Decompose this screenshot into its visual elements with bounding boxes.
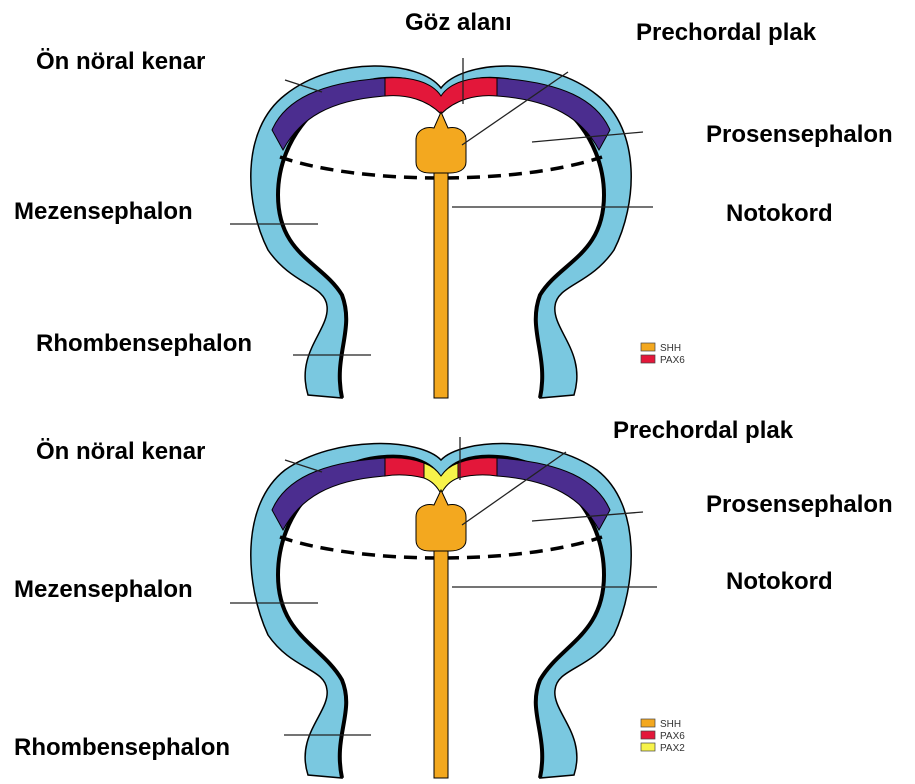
top-forebrain-band-right [497, 78, 610, 150]
bottom-panel: Prechordal plak Ön nöral kenar Prosensep… [14, 417, 893, 778]
top-legend-pax6-label: PAX6 [660, 355, 685, 366]
bottom-prechordal-plate [416, 490, 466, 551]
top-label-eye-field: Göz alanı [405, 9, 512, 36]
top-legend: SHH PAX6 [641, 343, 685, 366]
top-label-rhombencephalon: Rhombensephalon [36, 330, 252, 357]
bottom-notochord [434, 551, 448, 778]
bottom-legend: SHH PAX6 PAX2 [641, 719, 685, 754]
top-panel: Göz alanı Prechordal plak Ön nöral kenar… [14, 9, 893, 398]
top-pax6-band [385, 78, 497, 114]
bottom-label-rhombencephalon: Rhombensephalon [14, 734, 230, 761]
bottom-legend-pax2-label: PAX2 [660, 743, 685, 754]
bottom-label-prechordal-plate: Prechordal plak [613, 417, 794, 444]
top-label-anterior-neural-ridge: Ön nöral kenar [36, 48, 205, 75]
bottom-label-mesencephalon: Mezensephalon [14, 576, 193, 603]
top-forebrain-band-left [272, 78, 385, 150]
top-label-notochord: Notokord [726, 200, 833, 227]
top-legend-shh-label: SHH [660, 343, 681, 354]
top-label-prechordal-plate: Prechordal plak [636, 19, 817, 46]
bottom-legend-pax6-label: PAX6 [660, 731, 685, 742]
bottom-label-prosencephalon: Prosensephalon [706, 491, 893, 518]
bottom-label-anterior-neural-ridge: Ön nöral kenar [36, 438, 205, 465]
top-notochord [434, 173, 448, 398]
top-prechordal-plate [416, 112, 466, 173]
top-label-prosencephalon: Prosensephalon [706, 121, 893, 148]
top-legend-shh-swatch [641, 343, 655, 351]
bottom-label-notochord: Notokord [726, 568, 833, 595]
top-label-mesencephalon: Mezensephalon [14, 198, 193, 225]
bottom-legend-shh-swatch [641, 719, 655, 727]
top-legend-pax6-swatch [641, 355, 655, 363]
bottom-legend-shh-label: SHH [660, 719, 681, 730]
bottom-legend-pax2-swatch [641, 743, 655, 751]
bottom-legend-pax6-swatch [641, 731, 655, 739]
